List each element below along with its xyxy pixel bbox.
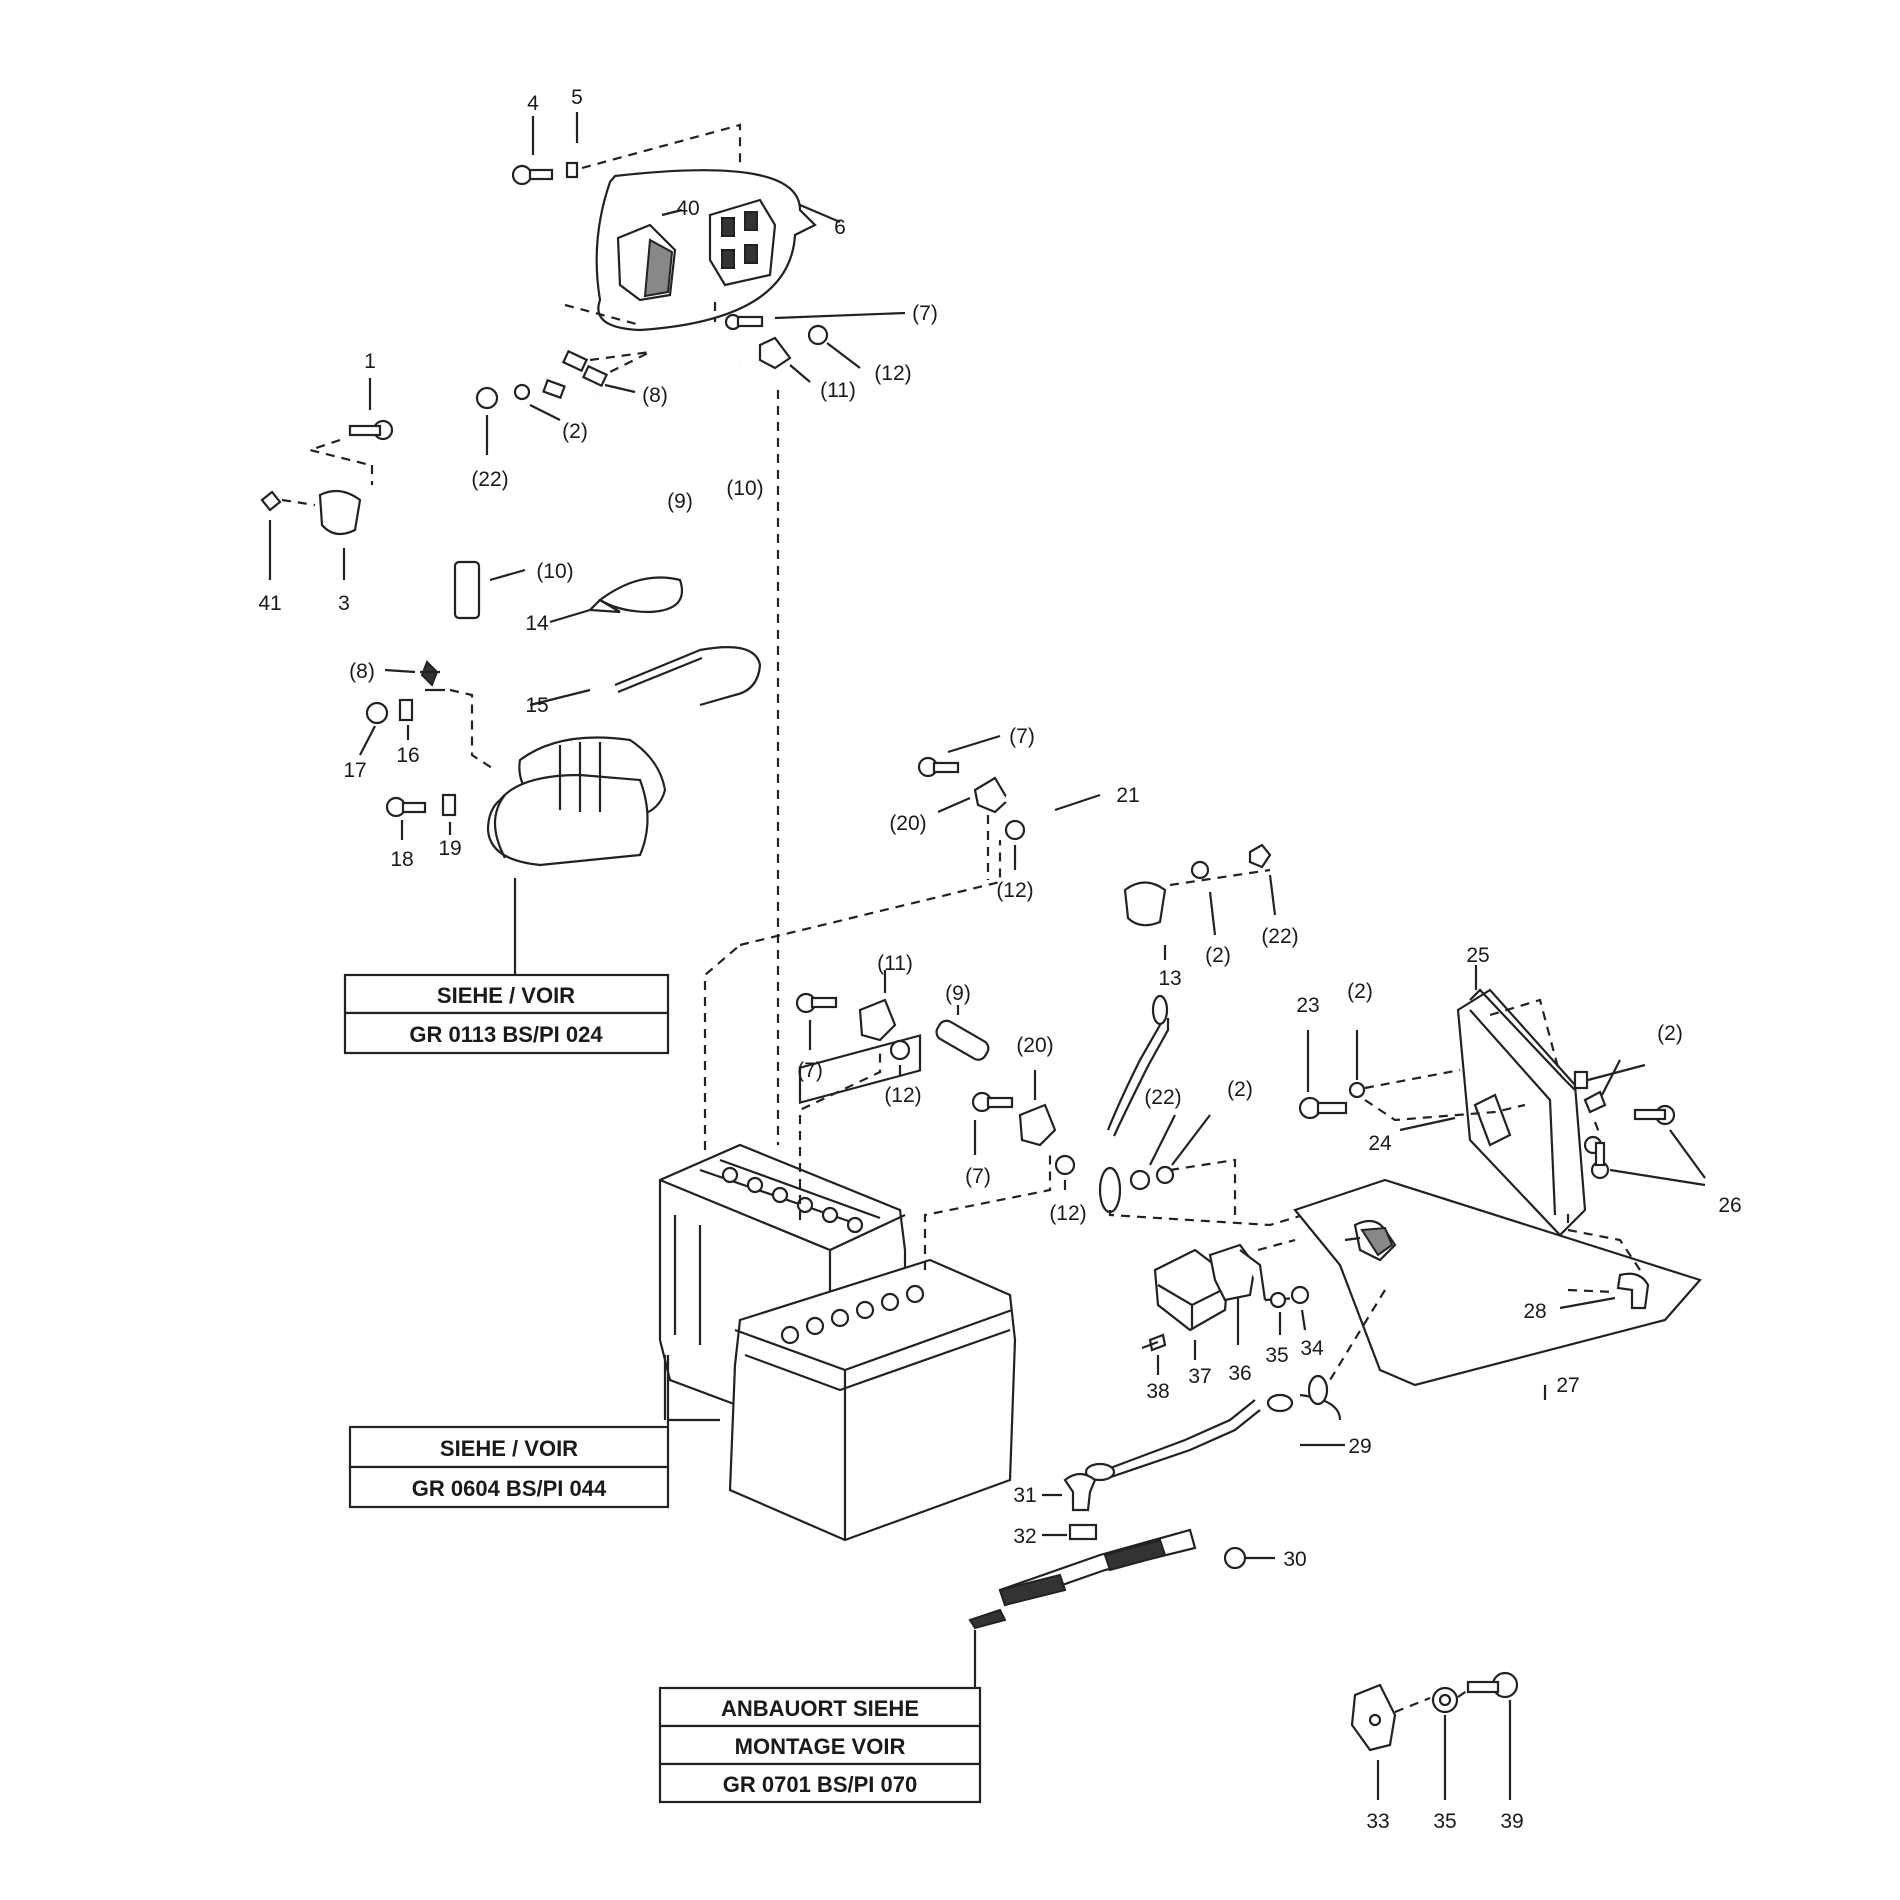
dash-battery-to-20 [739,840,1002,947]
ground-cable-group [968,1374,1345,1688]
label-16: 16 [396,744,419,767]
label-5: 5 [571,86,583,109]
label-38: 38 [1146,1380,1169,1403]
battery-ref-line1: SIEHE / VOIR [440,1436,578,1461]
starter-ref-line2: GR 0113 BS/PI 024 [409,1022,603,1047]
label-8-mid: (8) [349,660,375,683]
label-22-lower: (22) [1144,1086,1181,1109]
label-36: 36 [1228,1362,1251,1385]
label-12-cable: (12) [996,879,1033,902]
label-2-top: (2) [562,420,588,443]
label-1: 1 [364,350,376,373]
label-7-lower: (7) [965,1165,991,1188]
label-7-center: (7) [797,1059,823,1082]
label-12-top: (12) [874,362,911,385]
label-17: 17 [343,759,366,782]
bracket-plate-group [1298,965,1706,1237]
label-3: 3 [338,592,350,615]
ground-reference-box: ANBAUORT SIEHE MONTAGE VOIR GR 0701 BS/P… [658,1686,982,1804]
fuse-holder-6 [708,198,777,287]
ground-ref-line1: ANBAUORT SIEHE [721,1696,919,1721]
label-10-top: (10) [726,477,763,500]
ground-ref-line2: MONTAGE VOIR [735,1734,906,1759]
battery-ref-line2: GR 0604 BS/PI 044 [412,1476,607,1501]
label-20-cable: (20) [889,812,926,835]
label-25: 25 [1466,944,1489,967]
dash-battery-left [703,944,741,1150]
label-37: 37 [1188,1365,1211,1388]
label-29: 29 [1348,1435,1371,1458]
label-14: 14 [525,612,549,635]
washer-5 [565,161,579,179]
label-32: 32 [1013,1525,1036,1548]
ground-ref-line3: GR 0701 BS/PI 070 [723,1772,917,1797]
label-4: 4 [527,92,539,115]
label-2-right: (2) [1657,1022,1683,1045]
cable-21-group [917,734,1321,1227]
label-27: 27 [1556,1374,1579,1397]
mid-small-parts [453,560,762,707]
label-11-top: (11) [820,379,856,402]
label-26: 26 [1718,1194,1741,1217]
battery-front [666,1034,1017,1542]
label-24: 24 [1368,1132,1392,1155]
label-2-clamp: (2) [1205,944,1231,967]
part-labels: 4 5 40 6 (7) (12) (11) (8) (2) 1 (22) (9… [258,86,1741,1833]
starter-ref-line1: SIEHE / VOIR [437,983,575,1008]
label-12-center: (12) [884,1084,921,1107]
clamp-group [260,378,394,580]
label-35-relay: 35 [1265,1344,1288,1367]
label-7-top: (7) [912,302,938,325]
label-22-clamp: (22) [1261,925,1298,948]
label-28: 28 [1523,1300,1546,1323]
label-12-lower: (12) [1049,1202,1086,1225]
label-10-mid: (10) [536,560,573,583]
upper-terminal-group [724,311,906,383]
relay-group [1141,1238,1310,1375]
label-22-top: (22) [471,468,508,491]
label-41: 41 [258,592,281,615]
upper-nuts [475,378,566,455]
mounting-plate-27 [1293,1178,1702,1400]
label-23: 23 [1296,994,1319,1017]
label-34: 34 [1300,1337,1324,1360]
dash-battery-right [923,1155,1052,1270]
label-20-center: (20) [1016,1034,1053,1057]
starter-motor [486,736,667,867]
upper-cables [419,308,762,660]
screw-4 [511,164,554,186]
label-30: 30 [1283,1548,1306,1571]
starter-group [359,660,667,975]
label-15: 15 [525,694,548,717]
label-2-bracket: (2) [1347,980,1373,1003]
starter-reference-box: SIEHE / VOIR GR 0113 BS/PI 024 [343,973,670,1055]
label-21: 21 [1116,784,1139,807]
label-8-top: (8) [642,384,668,407]
label-7-cable: (7) [1009,725,1035,748]
label-40: 40 [676,197,699,220]
label-19: 19 [438,837,461,860]
bottom-bracket-group [1350,1671,1519,1800]
label-2-lower: (2) [1227,1078,1253,1101]
dash-battery-mid [798,1050,882,1220]
label-39: 39 [1500,1810,1523,1833]
label-9-top: (9) [667,490,693,513]
battery-reference-box: SIEHE / VOIR GR 0604 BS/PI 044 [348,1425,670,1509]
label-33: 33 [1366,1810,1389,1833]
fuse-cover-40 [616,223,677,302]
label-31: 31 [1013,1484,1036,1507]
fuse-holder-outline [595,169,817,332]
label-6: 6 [834,216,846,239]
fuse-holder-group [511,112,841,332]
label-9-center: (9) [945,982,971,1005]
center-terminal-group [795,970,1076,1190]
label-11-center: (11) [877,952,913,975]
label-13: 13 [1158,967,1181,990]
label-18: 18 [390,848,413,871]
label-35-bottom: 35 [1433,1810,1456,1833]
